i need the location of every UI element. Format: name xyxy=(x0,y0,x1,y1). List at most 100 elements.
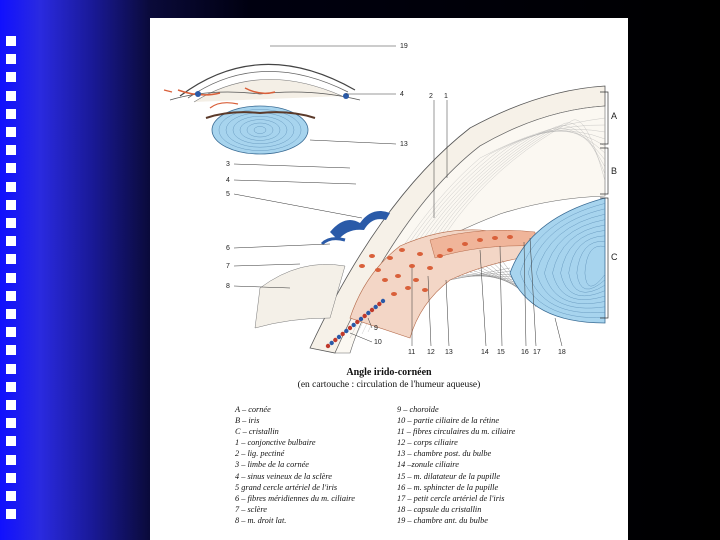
main-label-18: 18 xyxy=(558,349,566,356)
main-label-9: 9 xyxy=(374,325,378,332)
decorative-square-strip xyxy=(0,0,22,540)
inset-label-4: 4 xyxy=(400,91,404,98)
main-label-7: 7 xyxy=(226,263,230,270)
decorative-square xyxy=(6,254,16,264)
choroid-vessel-dot xyxy=(359,317,363,321)
legend-item: 19 – chambre ant. du bulbe xyxy=(397,515,515,526)
main-label-17: 17 xyxy=(533,349,541,356)
legend-item: A – cornée xyxy=(235,404,355,415)
decorative-square xyxy=(6,400,16,410)
legend-right-column: 9 – choroïde 10 – partie ciliaire de la … xyxy=(397,404,515,526)
main-label-8: 8 xyxy=(226,283,230,290)
legend-item: 2 – lig. pectiné xyxy=(235,448,355,459)
caption-title: Angle irido-cornéen xyxy=(150,367,628,378)
choroid-vessel-dot xyxy=(337,335,341,339)
inset-label-19: 19 xyxy=(400,43,408,50)
vessel-dot xyxy=(447,248,453,252)
vessel-dot xyxy=(369,254,375,258)
vessel-dot xyxy=(359,264,365,268)
vessel-dot xyxy=(382,278,388,282)
choroid-vessel-dot xyxy=(340,332,344,336)
main-label-6: 6 xyxy=(226,245,230,252)
decorative-square xyxy=(6,182,16,192)
iridocorneal-angle-diagram: 19 4 13 xyxy=(150,18,628,363)
vessel-dot xyxy=(422,288,428,292)
region-label-a: A xyxy=(611,111,617,121)
choroid-vessel-dot xyxy=(366,311,370,315)
legend-item: 7 – sclère xyxy=(235,504,355,515)
decorative-square xyxy=(6,418,16,428)
decorative-square xyxy=(6,382,16,392)
vessel-dot xyxy=(477,238,483,242)
decorative-square xyxy=(6,273,16,283)
region-label-c: C xyxy=(611,252,618,262)
vessel-dot xyxy=(395,274,401,278)
legend-item: 18 – capsule du cristallin xyxy=(397,504,515,515)
legend-item: 13 – chambre post. du bulbe xyxy=(397,448,515,459)
main-label-10: 10 xyxy=(374,339,382,346)
inset-aqueous-circulation: 19 4 13 xyxy=(164,43,408,154)
vessel-dot xyxy=(462,242,468,246)
vessel-dot xyxy=(413,278,419,282)
choroid-vessel-dot xyxy=(329,341,333,345)
decorative-square xyxy=(6,109,16,119)
legend-item: 9 – choroïde xyxy=(397,404,515,415)
decorative-square xyxy=(6,163,16,173)
vessel-dot xyxy=(409,264,415,268)
main-label-12: 12 xyxy=(427,349,435,356)
vessel-dot xyxy=(375,268,381,272)
main-label-4: 4 xyxy=(226,177,230,184)
decorative-square xyxy=(6,54,16,64)
main-label-15: 15 xyxy=(497,349,505,356)
main-label-14: 14 xyxy=(481,349,489,356)
choroid-vessel-dot xyxy=(370,308,374,312)
choroid-vessel-dot xyxy=(333,338,337,342)
legend-item: 14 –zonule ciliaire xyxy=(397,459,515,470)
vessel-dot xyxy=(437,254,443,258)
legend-item: B – iris xyxy=(235,415,355,426)
legend-item: 3 – limbe de la cornée xyxy=(235,459,355,470)
main-label-3: 3 xyxy=(226,161,230,168)
main-label-1: 1 xyxy=(444,93,448,100)
choroid-vessel-dot xyxy=(381,299,385,303)
decorative-square xyxy=(6,127,16,137)
legend-item: 5 grand cercle artériel de l'iris xyxy=(235,482,355,493)
legend-item: 15 – m. dilatateur de la pupille xyxy=(397,471,515,482)
decorative-square xyxy=(6,436,16,446)
choroid-vessel-dot xyxy=(373,305,377,309)
legend-item: 8 – m. droit lat. xyxy=(235,515,355,526)
vessel-dot xyxy=(391,292,397,296)
vessel-dot xyxy=(492,236,498,240)
main-label-16: 16 xyxy=(521,349,529,356)
decorative-square xyxy=(6,491,16,501)
legend-item: 16 – m. sphincter de la pupille xyxy=(397,482,515,493)
legend-left-column: A – cornée B – iris C – cristallin 1 – c… xyxy=(235,404,355,526)
choroid-vessel-dot xyxy=(377,302,381,306)
legend-item: 4 – sinus veineux de la sclère xyxy=(235,471,355,482)
choroid-vessel-dot xyxy=(344,329,348,333)
decorative-square xyxy=(6,145,16,155)
choroid-vessel-dot xyxy=(355,320,359,324)
legend-item: 17 – petit cercle artériel de l'iris xyxy=(397,493,515,504)
decorative-square xyxy=(6,91,16,101)
main-label-11: 11 xyxy=(408,349,415,356)
vessel-dot xyxy=(405,286,411,290)
decorative-square xyxy=(6,36,16,46)
decorative-square xyxy=(6,200,16,210)
vessel-dot xyxy=(417,252,423,256)
vessel-dot xyxy=(399,248,405,252)
decorative-square xyxy=(6,473,16,483)
decorative-square xyxy=(6,72,16,82)
region-label-b: B xyxy=(611,166,617,176)
legend-item: 10 – partie ciliaire de la rétine xyxy=(397,415,515,426)
inset-label-13: 13 xyxy=(400,141,408,148)
legend-item: 1 – conjonctive bulbaire xyxy=(235,437,355,448)
vessel-dot xyxy=(387,256,393,260)
decorative-square xyxy=(6,291,16,301)
legend-item: 6 – fibres méridiennes du m. ciliaire xyxy=(235,493,355,504)
legend-item: 12 – corps ciliaire xyxy=(397,437,515,448)
decorative-square xyxy=(6,236,16,246)
decorative-square xyxy=(6,218,16,228)
anatomy-slide: 19 4 13 xyxy=(150,18,628,540)
choroid-vessel-dot xyxy=(326,344,330,348)
